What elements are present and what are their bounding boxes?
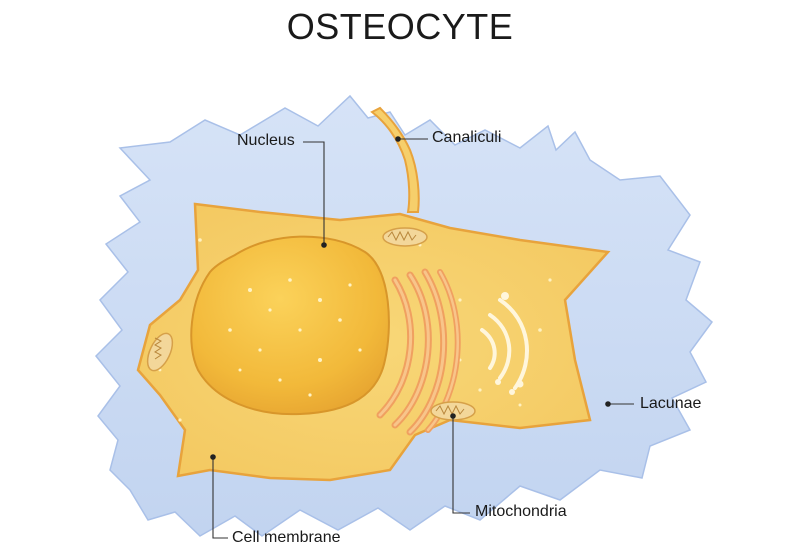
nucleus-speckles bbox=[228, 278, 362, 397]
label-canaliculi: Canaliculi bbox=[432, 129, 502, 146]
dot-nucleus bbox=[321, 242, 327, 248]
label-lacunae: Lacunae bbox=[640, 395, 702, 412]
nucleus bbox=[190, 235, 390, 416]
leader-dots bbox=[210, 136, 611, 460]
mitochondrion-top bbox=[382, 227, 428, 247]
leader-nucleus bbox=[303, 141, 325, 243]
label-nucleus: Nucleus bbox=[237, 132, 295, 149]
leader-lines bbox=[212, 138, 634, 539]
canaliculi-process bbox=[370, 106, 420, 213]
vesicles bbox=[495, 292, 524, 395]
label-mitochondria: Mitochondria bbox=[475, 503, 567, 520]
dot-cell-membrane bbox=[210, 454, 216, 460]
er-arcs bbox=[480, 298, 529, 390]
diagram-title: OSTEOCYTE bbox=[286, 6, 514, 47]
dot-canaliculi bbox=[395, 136, 401, 142]
leader-cell-membrane bbox=[212, 457, 228, 539]
label-cell-membrane: Cell membrane bbox=[232, 529, 341, 546]
dot-mitochondria bbox=[450, 413, 456, 419]
mitochondrion-left bbox=[146, 332, 174, 372]
leader-mitochondria bbox=[452, 416, 470, 514]
dot-lacunae bbox=[605, 401, 611, 407]
